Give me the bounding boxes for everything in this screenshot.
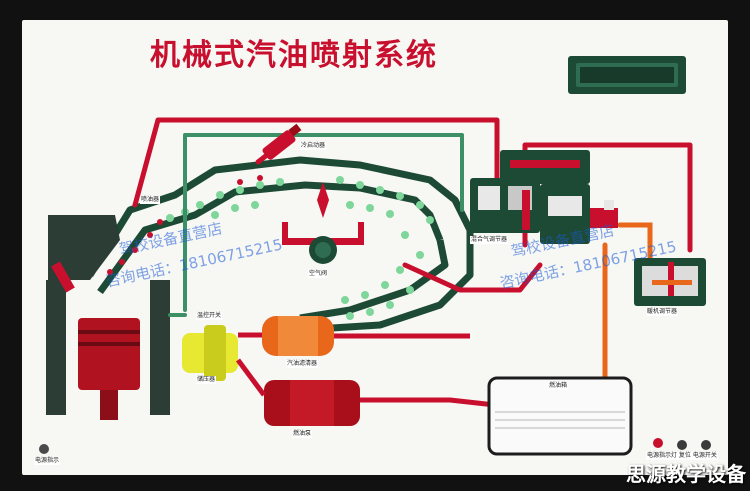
- label-accumulator: 储压器: [196, 376, 217, 384]
- fuel-filter-shape: [238, 316, 470, 356]
- label-fuel-pump: 燃油泵: [292, 430, 313, 438]
- fuel-pump-shape: [235, 358, 360, 426]
- fuel-distributor: [470, 150, 618, 244]
- label-cold-start: 冷启动器: [300, 142, 327, 150]
- cold-start-injector: [262, 123, 302, 160]
- engine-cylinder: [46, 280, 170, 420]
- label-thermo-switch: 温控开关: [196, 312, 223, 320]
- fuel-mist: [107, 175, 263, 275]
- label-fuel-tank: 燃油箱: [548, 382, 569, 390]
- power-light-red: [653, 438, 663, 448]
- page-title: 机械式汽油喷射系统: [150, 38, 438, 73]
- label-fuel-filter: 汽油滤清器: [286, 360, 319, 368]
- label-injector: 喷油器: [140, 196, 161, 204]
- control-lines: [168, 133, 464, 317]
- display-window: [568, 56, 686, 94]
- power-switch-light: [701, 440, 711, 450]
- warmup-regulator: [634, 258, 706, 306]
- indicator-lights: [39, 438, 711, 454]
- label-warmup-regulator: 暖机调节器: [646, 308, 679, 316]
- label-mixture-regulator: 混合气调节器: [470, 236, 509, 244]
- fuel-tank-shape: [487, 376, 633, 456]
- reset-button-light: [677, 440, 687, 450]
- cylinder-head: [48, 215, 120, 293]
- label-bottom-controls: 电源指示灯 复位 电源开关: [646, 452, 718, 460]
- accumulator-shape: [182, 325, 238, 381]
- brand-caption: 思源教学设备: [626, 462, 746, 486]
- power-indicator-light: [39, 444, 49, 454]
- throttle-assembly: [282, 182, 364, 264]
- label-air-valve: 空气阀: [308, 270, 329, 278]
- label-power-indicator: 电源指示: [34, 457, 61, 465]
